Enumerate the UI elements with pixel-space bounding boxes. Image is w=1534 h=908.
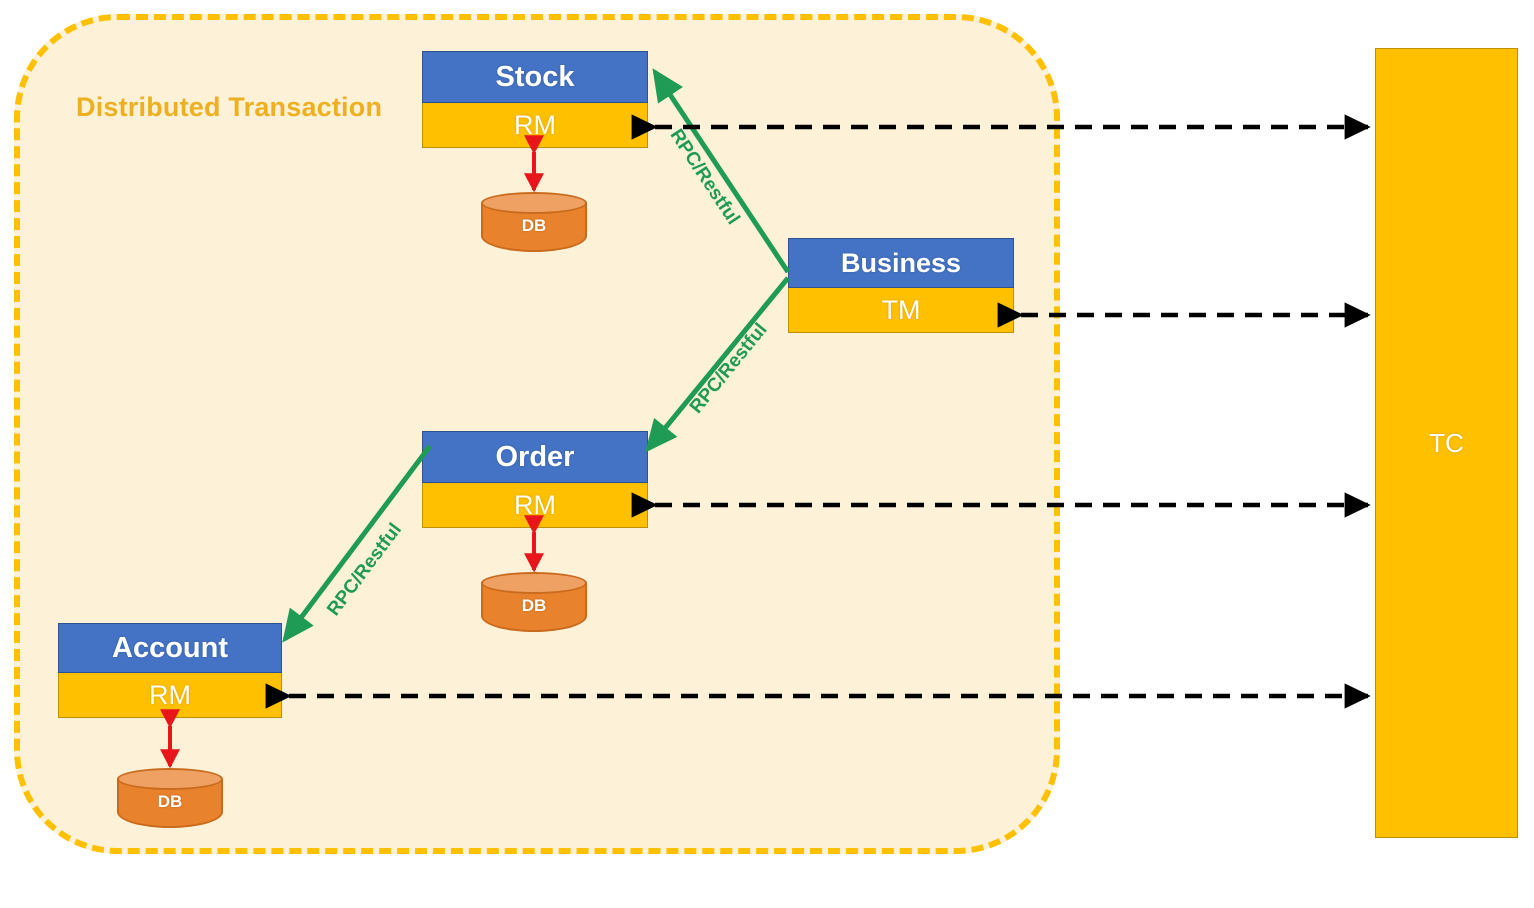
service-name-business: Business	[788, 238, 1014, 288]
service-name-account: Account	[58, 623, 282, 673]
database-top-ellipse	[117, 768, 223, 790]
distributed-transaction-title: Distributed Transaction	[76, 92, 383, 122]
service-name-order: Order	[422, 431, 648, 483]
database-label-order: DB	[521, 596, 547, 615]
transaction-coordinator-panel[interactable]: TC	[1375, 48, 1518, 838]
database-label-account: DB	[157, 792, 183, 811]
database-top-ellipse	[481, 192, 587, 214]
database-label-stock: DB	[521, 216, 547, 235]
transaction-coordinator-label: TC	[1429, 427, 1464, 458]
resource-manager-account: RM	[58, 673, 282, 718]
service-node-business[interactable]: Business TM	[788, 238, 1014, 333]
resource-manager-order: RM	[422, 483, 648, 528]
service-name-stock: Stock	[422, 51, 648, 103]
database-cylinder-order: DB	[481, 572, 587, 636]
service-node-stock[interactable]: Stock RM	[422, 51, 648, 148]
service-node-order[interactable]: Order RM	[422, 431, 648, 528]
resource-manager-stock: RM	[422, 103, 648, 148]
transaction-manager-business: TM	[788, 288, 1014, 333]
database-top-ellipse	[481, 572, 587, 594]
service-node-account[interactable]: Account RM	[58, 623, 282, 718]
database-cylinder-stock: DB	[481, 192, 587, 256]
database-cylinder-account: DB	[117, 768, 223, 832]
